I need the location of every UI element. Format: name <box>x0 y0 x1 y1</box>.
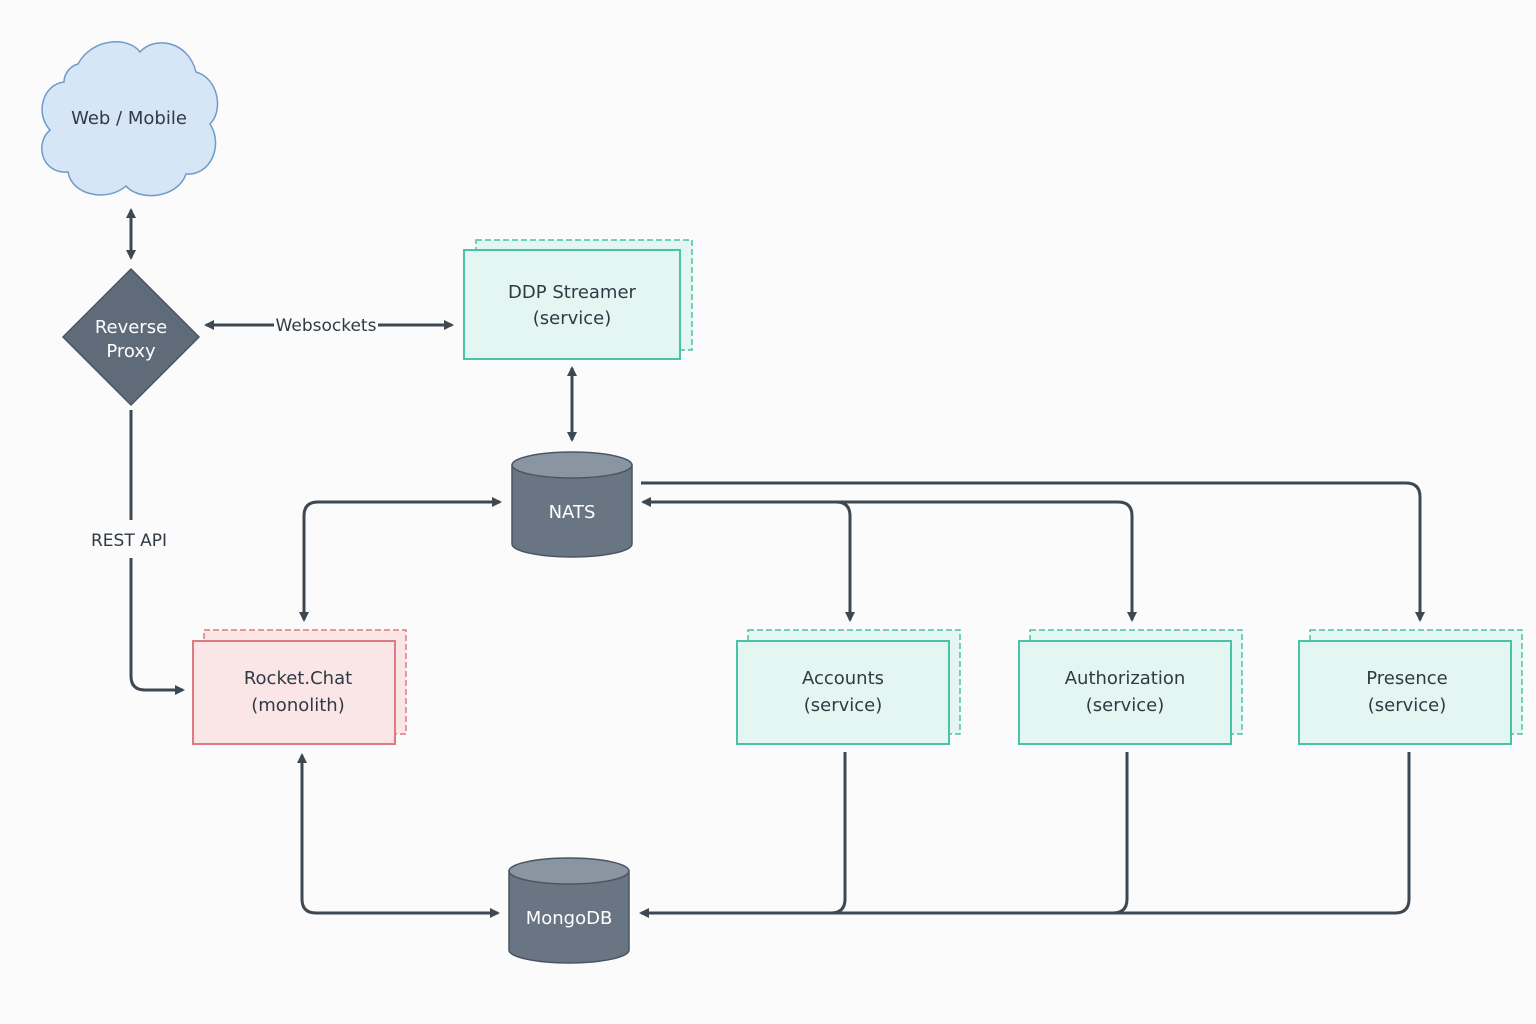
accounts-service: Accounts (service) <box>736 629 961 745</box>
authorization-label-line1: Authorization <box>1065 668 1186 689</box>
edge-nats-rocketchat <box>299 497 502 622</box>
edge-accounts-mongodb <box>830 752 847 915</box>
edge-services-mongodb <box>639 752 1411 918</box>
nats-cylinder: NATS <box>511 451 633 558</box>
cylinder-top <box>511 451 633 479</box>
rocketchat-monolith: Rocket.Chat (monolith) <box>192 629 407 745</box>
ddp-streamer: DDP Streamer (service) <box>463 239 693 360</box>
accounts-label-line1: Accounts <box>802 668 884 689</box>
mongodb-label: MongoDB <box>526 908 613 929</box>
cloud-shape <box>41 41 219 197</box>
websockets-label: Websockets <box>276 316 377 336</box>
cylinder-body <box>511 464 633 558</box>
accounts-label-line2: (service) <box>804 695 883 716</box>
presence-service: Presence (service) <box>1298 629 1523 745</box>
ddp-label-line2: (service) <box>533 308 612 329</box>
rest-api-label: REST API <box>91 531 167 551</box>
presence-label-line1: Presence <box>1366 668 1447 689</box>
diamond-shape <box>61 267 201 407</box>
edge-authorization-mongodb <box>1112 752 1129 915</box>
edge-rocketchat-mongodb <box>297 753 500 918</box>
presence-label-line2: (service) <box>1368 695 1447 716</box>
ddp-label-line1: DDP Streamer <box>508 282 636 303</box>
stack-front <box>1018 640 1232 745</box>
cylinder-top <box>508 857 630 885</box>
rocketchat-label-line1: Rocket.Chat <box>244 668 352 689</box>
authorization-label-line2: (service) <box>1086 695 1165 716</box>
stack-front <box>463 249 681 360</box>
edge-nats-accounts <box>835 500 855 622</box>
mongodb-cylinder: MongoDB <box>508 857 630 964</box>
client-cloud: Web / Mobile <box>41 41 219 197</box>
client-label: Web / Mobile <box>71 108 187 129</box>
edge-nats-presence <box>641 481 1425 622</box>
proxy-label-line1: Reverse <box>95 317 167 338</box>
cylinder-body <box>508 870 630 964</box>
reverse-proxy: Reverse Proxy <box>61 267 201 407</box>
connectors <box>126 208 1425 918</box>
proxy-label-line2: Proxy <box>106 341 156 362</box>
nats-label: NATS <box>549 502 596 523</box>
stack-front <box>1298 640 1512 745</box>
stack-front <box>736 640 950 745</box>
edge-proxy-rest-bottom <box>129 558 185 695</box>
stack-front <box>192 640 396 745</box>
rocketchat-label-line2: (monolith) <box>251 695 344 716</box>
edge-nats-accounts-authz <box>641 497 1137 622</box>
authorization-service: Authorization (service) <box>1018 629 1243 745</box>
